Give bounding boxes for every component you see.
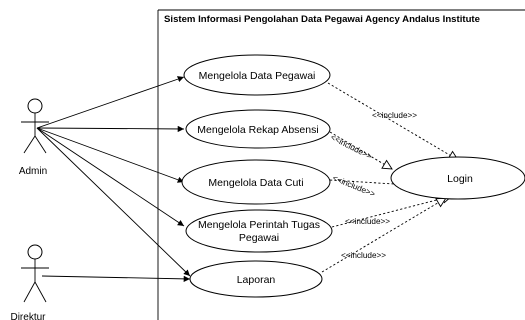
direktur-head [27, 244, 43, 260]
assoc-admin-perintah-tugas [36, 127, 185, 227]
include-label-3: <<include>> [331, 174, 376, 199]
direktur-label: Direktur [10, 312, 46, 320]
include-line-5 [321, 198, 446, 273]
use-case-data-cuti-label: Mengelola Data Cuti [208, 177, 303, 189]
include-line-2 [329, 131, 392, 169]
use-case-rekap-absensi-label: Mengelola Rekap Absensi [197, 124, 318, 136]
include-label-1: <<include>> [372, 111, 417, 120]
system-title: Sistem Informasi Pengolahan Data Pegawai… [164, 14, 480, 25]
admin-actor [21, 98, 49, 154]
use-case-login-label: Login [447, 173, 473, 185]
assoc-admin-data-cuti [36, 127, 185, 183]
use-case-data-pegawai-label: Mengelola Data Pegawai [199, 70, 316, 82]
use-case-data-cuti[interactable]: Mengelola Data Cuti [181, 159, 331, 205]
use-case-laporan-label: Laporan [237, 274, 276, 286]
assoc-admin-data-pegawai [36, 76, 185, 129]
include-label-2: <<include>> [329, 133, 373, 162]
assoc-admin-laporan [36, 127, 191, 277]
use-case-perintah-tugas-label-line2: Pegawai [239, 232, 279, 244]
use-case-login[interactable]: Login [390, 156, 525, 200]
admin-associations [36, 76, 191, 277]
include-label-4: <<include>> [345, 217, 390, 226]
use-case-data-pegawai[interactable]: Mengelola Data Pegawai [183, 54, 331, 96]
include-relations [321, 82, 458, 273]
admin-label: Admin [19, 166, 47, 177]
use-case-rekap-absensi[interactable]: Mengelola Rekap Absensi [185, 109, 331, 149]
assoc-admin-rekap-absensi [36, 125, 185, 133]
use-case-perintah-tugas-label-line1: Mengelola Perintah Tugas [198, 219, 320, 231]
include-line-4 [331, 196, 452, 228]
include-line-1 [327, 82, 458, 160]
use-case-laporan[interactable]: Laporan [189, 260, 323, 298]
assoc-direktur-laporan [41, 275, 191, 283]
admin-head [27, 98, 43, 114]
system-boundary [157, 9, 525, 320]
use-case-perintah-tugas[interactable]: Mengelola Perintah Tugas Pegawai [185, 209, 333, 253]
direktur-actor [21, 244, 49, 303]
include-label-5: <<include>> [341, 251, 386, 260]
